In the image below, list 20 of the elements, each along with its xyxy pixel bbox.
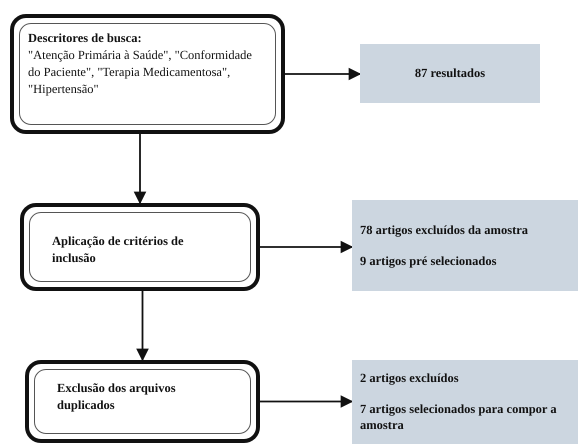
- arrow: [260, 395, 354, 408]
- process-box: [25, 360, 260, 443]
- result-box: [360, 44, 540, 103]
- result-text: 78 artigos excluídos da amostra: [360, 222, 530, 238]
- result-box: [352, 360, 578, 444]
- arrow: [136, 291, 149, 362]
- step-label: Exclusão dos arquivos duplicados: [57, 380, 177, 414]
- step-label: Descritores de busca:: [28, 30, 143, 47]
- result-text: 7 artigos selecionados para compor a amostra: [360, 400, 558, 434]
- process-box: [20, 203, 260, 291]
- step-description: "Atenção Primária à Saúde", "Conformidade do Paciente", "Terapia Medicamentosa", "Hipertensão": [28, 46, 253, 98]
- arrow: [260, 240, 354, 254]
- step-label: Aplicação de critérios de inclusão: [52, 233, 185, 267]
- result-text: 2 artigos excluídos: [360, 370, 460, 387]
- result-box: [352, 200, 578, 291]
- result-text: 9 artigos pré selecionados: [360, 252, 498, 270]
- process-box: [10, 14, 285, 134]
- arrow: [285, 68, 362, 80]
- result-text: 87 resultados: [414, 65, 486, 82]
- arrow: [134, 134, 146, 204]
